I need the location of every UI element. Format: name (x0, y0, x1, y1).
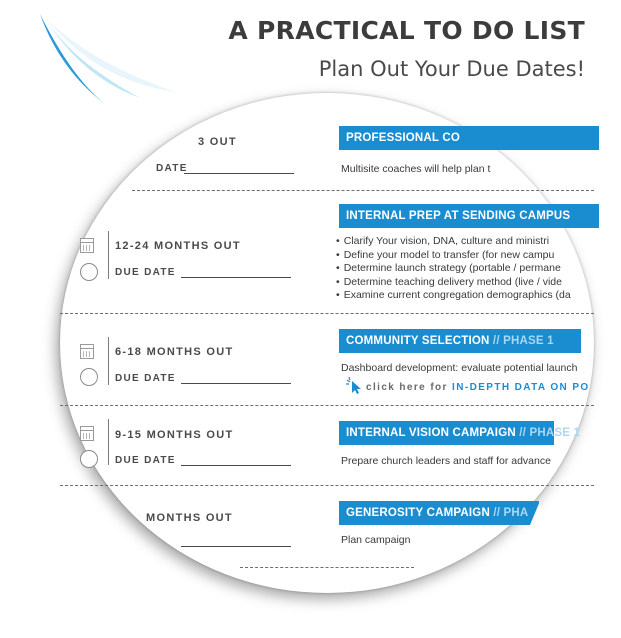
task-description: Prepare church leaders and staff for adv… (341, 455, 551, 467)
due-date-field[interactable] (181, 277, 291, 278)
task-banner: GENEROSITY CAMPAIGN // PHA (339, 501, 539, 525)
task-banner-title: COMMUNITY SELECTION (346, 335, 490, 347)
due-date-field[interactable] (184, 173, 294, 174)
task-banner: PROFESSIONAL CO (339, 126, 599, 150)
task-banner: COMMUNITY SELECTION // PHASE 1 (339, 329, 581, 353)
task-bullet-list: Clarify Your vision, DNA, culture and mi… (336, 235, 571, 303)
magnifier-lens: 3 OUT DATE PROFESSIONAL CO Multisite coa… (60, 93, 599, 593)
due-date-field[interactable] (181, 546, 291, 547)
list-item: Determine launch strategy (portable / pe… (336, 262, 571, 276)
row-separator-line (108, 337, 109, 385)
row-divider (60, 313, 594, 314)
task-banner: INTERNAL VISION CAMPAIGN // PHASE 1 (339, 421, 580, 445)
link-emphasis: IN-DEPTH DATA ON PO (452, 382, 590, 393)
task-description: Dashboard development: evaluate potentia… (341, 362, 578, 374)
task-description: Plan campaign (341, 534, 411, 546)
task-banner-title: INTERNAL VISION CAMPAIGN (346, 427, 516, 439)
in-depth-data-link[interactable]: click here for IN-DEPTH DATA ON PO (366, 382, 590, 393)
list-item: Determine teaching delivery method (live… (336, 276, 571, 290)
months-out-label: 12-24 MONTHS OUT (115, 240, 241, 252)
due-date-label: DUE DATE (115, 373, 176, 384)
checkbox-circle[interactable] (80, 450, 98, 468)
header: A PRACTICAL TO DO LIST Plan Out Your Due… (228, 16, 585, 81)
link-prefix: click here for (366, 382, 448, 393)
calendar-icon (80, 238, 94, 253)
checkbox-circle[interactable] (80, 368, 98, 386)
due-date-field[interactable] (181, 465, 291, 466)
task-banner-phase: // PHASE 1 (492, 335, 554, 347)
row-separator-line (108, 231, 109, 279)
row-divider (60, 485, 594, 486)
checkbox-circle[interactable] (80, 263, 98, 281)
todo-sheet: 3 OUT DATE PROFESSIONAL CO Multisite coa… (60, 93, 599, 593)
cursor-click-icon (346, 376, 361, 394)
banner-notch (530, 501, 540, 525)
due-date-field[interactable] (181, 383, 291, 384)
row-divider (240, 567, 414, 568)
task-banner-title: PROFESSIONAL CO (346, 132, 460, 144)
task-banner: INTERNAL PREP AT SENDING CAMPUS (339, 204, 599, 228)
task-banner-title: GENEROSITY CAMPAIGN (346, 507, 490, 519)
due-date-label: DATE (156, 163, 188, 174)
page-title: A PRACTICAL TO DO LIST (228, 16, 585, 45)
months-out-label: 6-18 MONTHS OUT (115, 346, 234, 358)
task-row-professional: 3 OUT DATE PROFESSIONAL CO Multisite coa… (60, 93, 599, 193)
months-out-label: MONTHS OUT (146, 512, 233, 524)
list-item: Clarify Your vision, DNA, culture and mi… (336, 235, 571, 249)
task-banner-phase: // PHASE 1 (519, 427, 581, 439)
row-separator-line (108, 419, 109, 465)
months-out-label: 3 OUT (198, 136, 237, 148)
list-item: Define your model to transfer (for new c… (336, 249, 571, 263)
list-item: Examine current congregation demographic… (336, 289, 571, 303)
row-divider (132, 190, 594, 191)
calendar-icon (80, 426, 94, 441)
months-out-label: 9-15 MONTHS OUT (115, 429, 234, 441)
due-date-label: DUE DATE (115, 455, 176, 466)
task-description: Multisite coaches will help plan t (341, 163, 491, 175)
calendar-icon (80, 344, 94, 359)
task-banner-title: INTERNAL PREP AT SENDING CAMPUS (346, 210, 571, 222)
page-subtitle: Plan Out Your Due Dates! (318, 57, 585, 81)
row-divider (60, 405, 594, 406)
task-banner-phase: // PHA (493, 507, 529, 519)
due-date-label: DUE DATE (115, 267, 176, 278)
